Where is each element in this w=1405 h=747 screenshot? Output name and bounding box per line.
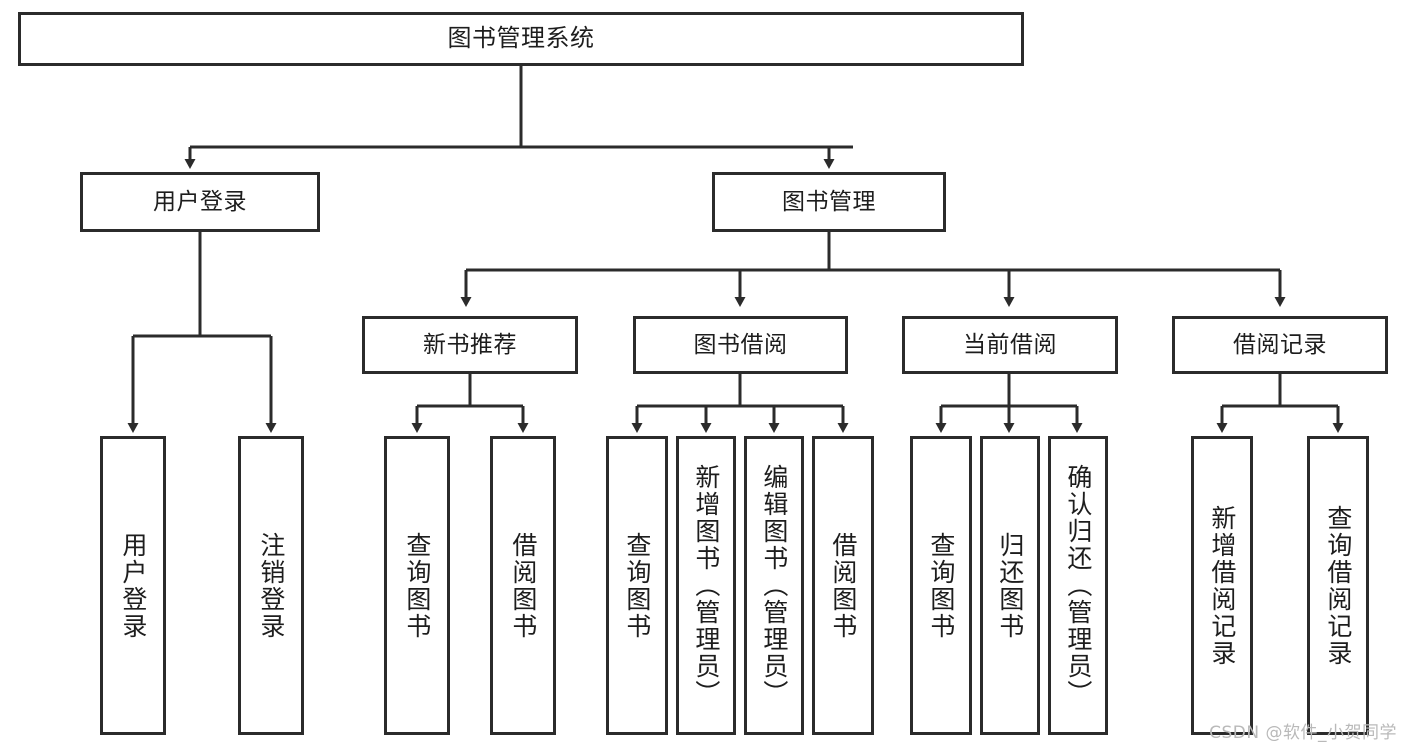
node-root[interactable]: 图书管理系统 <box>18 12 1024 66</box>
node-book-manage[interactable]: 图书管理 <box>712 172 946 232</box>
node-leaf-query-record-label: 查询借阅记录 <box>1323 504 1353 667</box>
node-leaf-query-book-3[interactable]: 查询图书 <box>910 436 972 735</box>
node-book-borrow[interactable]: 图书借阅 <box>633 316 848 374</box>
node-new-book-rec[interactable]: 新书推荐 <box>362 316 578 374</box>
node-leaf-return-book-label: 归还图书 <box>995 531 1025 640</box>
node-leaf-return-book[interactable]: 归还图书 <box>980 436 1040 735</box>
node-book-manage-label: 图书管理 <box>782 188 876 215</box>
node-current-borrow[interactable]: 当前借阅 <box>902 316 1118 374</box>
watermark: CSDN @软件_小贺同学 <box>1209 723 1397 743</box>
node-leaf-add-book-label: 新增图书（管理员） <box>691 464 721 707</box>
node-leaf-borrow-book-2[interactable]: 借阅图书 <box>812 436 874 735</box>
node-borrow-record[interactable]: 借阅记录 <box>1172 316 1388 374</box>
node-leaf-edit-book-label: 编辑图书（管理员） <box>759 464 789 707</box>
node-leaf-user-login[interactable]: 用户登录 <box>100 436 166 735</box>
node-leaf-query-book-2[interactable]: 查询图书 <box>606 436 668 735</box>
node-leaf-add-record-label: 新增借阅记录 <box>1207 504 1237 667</box>
node-leaf-user-logout[interactable]: 注销登录 <box>238 436 304 735</box>
node-leaf-edit-book[interactable]: 编辑图书（管理员） <box>744 436 804 735</box>
node-leaf-add-book[interactable]: 新增图书（管理员） <box>676 436 736 735</box>
node-leaf-query-record[interactable]: 查询借阅记录 <box>1307 436 1369 735</box>
node-leaf-confirm-return[interactable]: 确认归还（管理员） <box>1048 436 1108 735</box>
node-leaf-query-book-1[interactable]: 查询图书 <box>384 436 450 735</box>
node-leaf-add-record[interactable]: 新增借阅记录 <box>1191 436 1253 735</box>
node-leaf-user-login-label: 用户登录 <box>118 531 148 640</box>
node-leaf-borrow-book-2-label: 借阅图书 <box>828 531 858 640</box>
node-leaf-query-book-2-label: 查询图书 <box>622 531 652 640</box>
node-user-login[interactable]: 用户登录 <box>80 172 320 232</box>
node-leaf-query-book-3-label: 查询图书 <box>926 531 956 640</box>
node-borrow-record-label: 借阅记录 <box>1233 331 1327 358</box>
node-leaf-borrow-book-1[interactable]: 借阅图书 <box>490 436 556 735</box>
node-leaf-user-logout-label: 注销登录 <box>256 531 286 640</box>
node-root-label: 图书管理系统 <box>447 24 595 53</box>
node-new-book-rec-label: 新书推荐 <box>423 331 517 358</box>
node-leaf-confirm-return-label: 确认归还（管理员） <box>1063 464 1093 707</box>
node-book-borrow-label: 图书借阅 <box>693 331 788 358</box>
node-user-login-label: 用户登录 <box>153 188 247 215</box>
node-leaf-borrow-book-1-label: 借阅图书 <box>508 531 538 640</box>
node-leaf-query-book-1-label: 查询图书 <box>402 531 432 640</box>
node-current-borrow-label: 当前借阅 <box>963 331 1057 358</box>
